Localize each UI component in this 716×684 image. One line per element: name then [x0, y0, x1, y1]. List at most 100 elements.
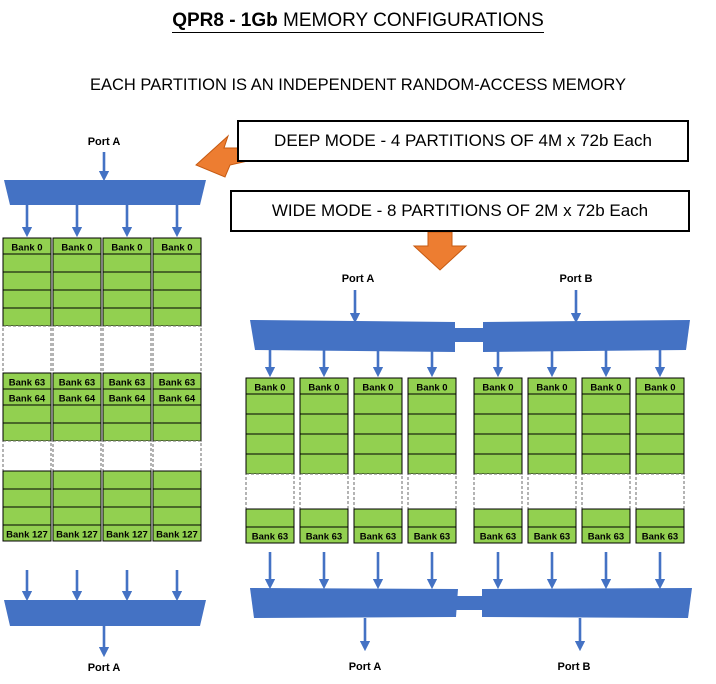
bank-cell — [353, 393, 403, 415]
bank-gap — [152, 325, 202, 374]
bank-cell — [102, 289, 152, 309]
bank-cell — [527, 393, 577, 415]
bank-cell — [581, 393, 631, 415]
bank-cell — [52, 470, 102, 490]
bank-label: Bank 63 — [306, 532, 342, 543]
page-title: QPR8 - 1Gb MEMORY CONFIGURATIONS — [0, 10, 716, 33]
bank-cell — [635, 433, 685, 455]
bank-gap — [473, 473, 523, 510]
bank-cell — [473, 393, 523, 415]
bank-cell — [353, 508, 403, 528]
bank-cell — [2, 506, 52, 526]
bank-cell — [245, 393, 295, 415]
title-rest: MEMORY CONFIGURATIONS — [277, 10, 544, 31]
bank-label: Bank 63 — [252, 532, 288, 543]
bank-gap — [245, 473, 295, 510]
bank-cell — [52, 404, 102, 424]
bank-gap — [527, 473, 577, 510]
wide-port-a-bottom-label: Port A — [349, 661, 382, 673]
bank-cell-labeled — [102, 524, 152, 542]
bank-cell — [152, 470, 202, 490]
bank-cell — [527, 508, 577, 528]
bank-cell-labeled — [299, 526, 349, 544]
deep-port-a-top-label: Port A — [88, 136, 121, 148]
bank-cell-labeled — [353, 526, 403, 544]
bank-label: Bank 127 — [156, 530, 198, 541]
bank-cell — [407, 413, 457, 435]
bank-cell — [52, 271, 102, 291]
wide-bottom-bus-bridge — [456, 596, 484, 610]
bank-cell — [102, 422, 152, 442]
bank-label: Bank 63 — [588, 532, 624, 543]
bank-cell — [102, 404, 152, 424]
bank-gap — [102, 440, 152, 472]
bank-cell-labeled — [527, 526, 577, 544]
bank-cell — [473, 413, 523, 435]
bank-cell — [407, 433, 457, 455]
wide-partition-column-left: Bank 0 Bank 63 — [245, 377, 295, 544]
bank-cell — [2, 404, 52, 424]
bank-cell-labeled — [52, 524, 102, 542]
bank-label: Bank 63 — [534, 532, 570, 543]
bank-cell — [2, 488, 52, 508]
bank-cell — [2, 307, 52, 327]
bank-label: Bank 64 — [9, 394, 46, 405]
bank-gap — [353, 473, 403, 510]
bank-cell — [152, 506, 202, 526]
bank-cell — [353, 433, 403, 455]
bank-cell — [52, 422, 102, 442]
bank-cell — [52, 488, 102, 508]
bank-label: Bank 63 — [642, 532, 678, 543]
bank-label: Bank 64 — [59, 394, 96, 405]
bank-cell — [353, 453, 403, 475]
deep-bottom-bus — [4, 600, 206, 626]
bank-cell — [152, 253, 202, 273]
wide-port-a-top-label: Port A — [342, 273, 375, 285]
bank-cell — [245, 508, 295, 528]
bank-cell — [152, 307, 202, 327]
bank-gap — [152, 440, 202, 472]
bank-cell — [527, 413, 577, 435]
bank-gap — [635, 473, 685, 510]
bank-cell-labeled — [581, 526, 631, 544]
bank-cell — [407, 393, 457, 415]
bank-cell-labeled — [2, 524, 52, 542]
wide-mode-callout: WIDE MODE - 8 PARTITIONS OF 2M x 72b Eac… — [230, 190, 690, 232]
bank-cell — [152, 289, 202, 309]
bank-label: Bank 0 — [254, 383, 285, 394]
bank-cell — [635, 453, 685, 475]
bank-cell — [2, 422, 52, 442]
bank-cell — [473, 433, 523, 455]
bank-cell — [245, 413, 295, 435]
bank-cell — [102, 307, 152, 327]
bank-gap — [2, 325, 52, 374]
bank-cell — [152, 488, 202, 508]
bank-cell-labeled — [152, 524, 202, 542]
bank-label: Bank 0 — [111, 243, 142, 254]
page-subtitle: EACH PARTITION IS AN INDEPENDENT RANDOM-… — [89, 76, 627, 94]
bank-cell — [473, 453, 523, 475]
deep-mode-callout: DEEP MODE - 4 PARTITIONS OF 4M x 72b Eac… — [237, 120, 689, 162]
bank-label: Bank 63 — [480, 532, 516, 543]
bank-label: Bank 63 — [9, 378, 45, 389]
bank-cell — [2, 470, 52, 490]
bank-cell — [152, 422, 202, 442]
wide-top-bus-right — [483, 320, 690, 352]
bank-label: Bank 63 — [159, 378, 195, 389]
bank-cell — [527, 433, 577, 455]
bank-label: Bank 63 — [59, 378, 95, 389]
bank-cell — [2, 289, 52, 309]
bank-label: Bank 64 — [159, 394, 196, 405]
bank-cell — [245, 453, 295, 475]
deep-port-a-bottom-label: Port A — [88, 662, 121, 674]
bank-cell — [407, 508, 457, 528]
bank-label: Bank 127 — [6, 530, 48, 541]
